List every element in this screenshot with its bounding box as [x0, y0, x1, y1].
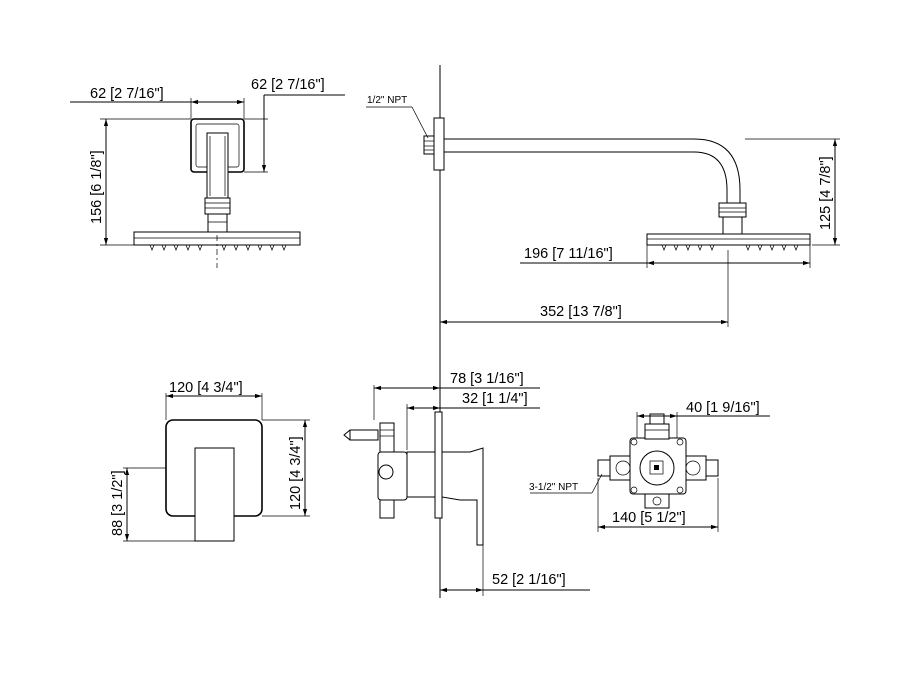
- valve-body-front-view: 40 [1 9/16"] 3-1/2" NPT 140 [5 1/2"]: [529, 400, 770, 532]
- valve-body-side: [406, 451, 436, 498]
- valve-bottom-port: [652, 496, 662, 506]
- dim-trim-width: 120 [4 3/4"]: [169, 380, 243, 396]
- dim-valve-width: 140 [5 1/2"]: [612, 510, 686, 526]
- valve-port-side: [378, 464, 394, 480]
- valve-right-inlet: [685, 455, 707, 481]
- valve-stop-key: [343, 429, 379, 441]
- dim-arm-block-width: 62 [2 7/16"]: [251, 77, 325, 93]
- valve-top-outlet: [644, 423, 670, 440]
- valve-right-thread: [705, 459, 719, 477]
- escutcheon-side: [434, 411, 443, 519]
- dim-handle-projection: 52 [2 1/16"]: [492, 572, 566, 588]
- npt-thread-stub: [423, 135, 435, 155]
- trim-handle-front: [194, 447, 235, 542]
- dim-arm-drop: 125 [4 7/8"]: [818, 156, 834, 230]
- valve-center-square: [649, 460, 664, 475]
- label-valve-inlet-thread: 3-1/2" NPT: [529, 482, 578, 493]
- spray-nozzles-side: [661, 244, 799, 251]
- swivel-neck: [207, 213, 228, 233]
- valve-core-side: [377, 451, 408, 501]
- valve-left-inlet: [609, 455, 631, 481]
- valve-inlet-upper: [379, 422, 395, 454]
- dim-head-top-width: 62 [2 7/16"]: [90, 86, 164, 102]
- dim-valve-setback: 32 [1 1/4"]: [462, 391, 528, 407]
- valve-inlet-lower: [379, 499, 395, 519]
- label-pipe-thread: 1/2" NPT: [367, 95, 407, 106]
- shower-arm-side-view: 1/2" NPT 125 [4 7/8"] 196 [7 11/16"] 352…: [366, 95, 840, 327]
- arm-nut-side: [718, 202, 747, 218]
- ball-joint-nut: [204, 197, 231, 215]
- shower-arm-pipe: [444, 138, 741, 203]
- valve-center-dot: [654, 465, 659, 470]
- trim-plate-front-view: 120 [4 3/4"] 120 [4 3/4"] 88 [3 1/2"]: [110, 380, 310, 542]
- dim-head-total-height: 156 [6 1/8"]: [89, 150, 105, 224]
- shower-head-front-view: 62 [2 7/16"] 62 [2 7/16"] 156 [6 1/8"]: [70, 77, 345, 268]
- dim-arm-reach: 352 [13 7/8"]: [540, 304, 622, 320]
- handle-side-profile: [441, 447, 484, 546]
- dim-valve-port-spacing: 40 [1 9/16"]: [686, 400, 760, 416]
- wall-flange-side: [433, 117, 445, 171]
- dim-head-diameter: 196 [7 11/16"]: [524, 246, 613, 262]
- valve-cartridge: [639, 450, 675, 486]
- swivel-side: [722, 216, 743, 235]
- dim-valve-depth: 78 [3 1/16"]: [450, 371, 524, 387]
- head-plate-side: [646, 233, 811, 246]
- spray-nozzles-front: [149, 244, 287, 251]
- valve-bottom-outlet: [644, 493, 670, 509]
- dim-handle-offset: 88 [3 1/2"]: [110, 470, 126, 536]
- dim-trim-height: 120 [4 3/4"]: [288, 436, 304, 510]
- valve-left-thread: [597, 459, 611, 477]
- valve-side-view: 78 [3 1/16"] 32 [1 1/4"] 52 [2 1/16"]: [343, 371, 590, 596]
